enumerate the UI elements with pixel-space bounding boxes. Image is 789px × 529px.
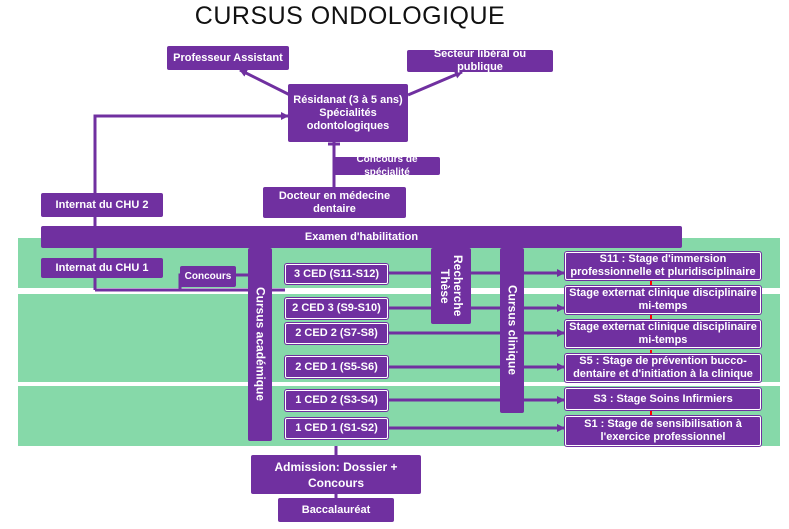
admission-box: Admission: Dossier + Concours <box>251 455 421 494</box>
level-box: 1 CED 1 (S1-S2) <box>285 418 388 439</box>
residanat-box: Résidanat (3 à 5 ans) Spécialités odonto… <box>288 84 408 142</box>
cursus-academique-label: Cursus académique <box>253 287 268 402</box>
level-box: 1 CED 2 (S3-S4) <box>285 390 388 411</box>
recherche-these-bar: Recherche Thèse <box>431 248 471 324</box>
internat-chu1-box: Internat du CHU 1 <box>41 258 163 278</box>
docteur-box: Docteur en médecine dentaire <box>263 187 406 218</box>
level-box: 2 CED 3 (S9-S10) <box>285 298 388 319</box>
concours-specialite-box: Concours de spécialité <box>334 154 440 178</box>
stage-box: Stage externat clinique disciplinaire mi… <box>565 320 761 348</box>
page-title: CURSUS ONDOLOGIQUE <box>194 2 506 30</box>
stage-box: Stage externat clinique disciplinaire mi… <box>565 286 761 314</box>
secteur-liberal-box: Secteur libéral ou publique <box>407 48 553 73</box>
level-box: 3 CED (S11-S12) <box>285 264 388 284</box>
concours-box: Concours <box>180 266 236 287</box>
examen-habilitation-bar: Examen d'habilitation <box>41 226 682 248</box>
professeur-assistant-box: Professeur Assistant <box>167 46 289 70</box>
stage-box: S5 : Stage de prévention bucco- dentaire… <box>565 354 761 382</box>
internat-chu2-box: Internat du CHU 2 <box>41 193 163 217</box>
stage-box: S1 : Stage de sensibilisation à l'exerci… <box>565 416 761 446</box>
baccalaureat-box: Baccalauréat <box>278 498 394 522</box>
stage-box: S3 : Stage Soins Infirmiers <box>565 388 761 410</box>
cursus-clinique-label: Cursus clinique <box>505 285 520 376</box>
stage-box: S11 : Stage d'immersion professionnelle … <box>565 252 761 280</box>
level-box: 2 CED 2 (S7-S8) <box>285 323 388 344</box>
cursus-academique-bar: Cursus académique <box>248 248 272 441</box>
recherche-these-label: Recherche Thèse <box>438 255 465 317</box>
cursus-clinique-bar: Cursus clinique <box>500 248 524 413</box>
level-box: 2 CED 1 (S5-S6) <box>285 356 388 378</box>
